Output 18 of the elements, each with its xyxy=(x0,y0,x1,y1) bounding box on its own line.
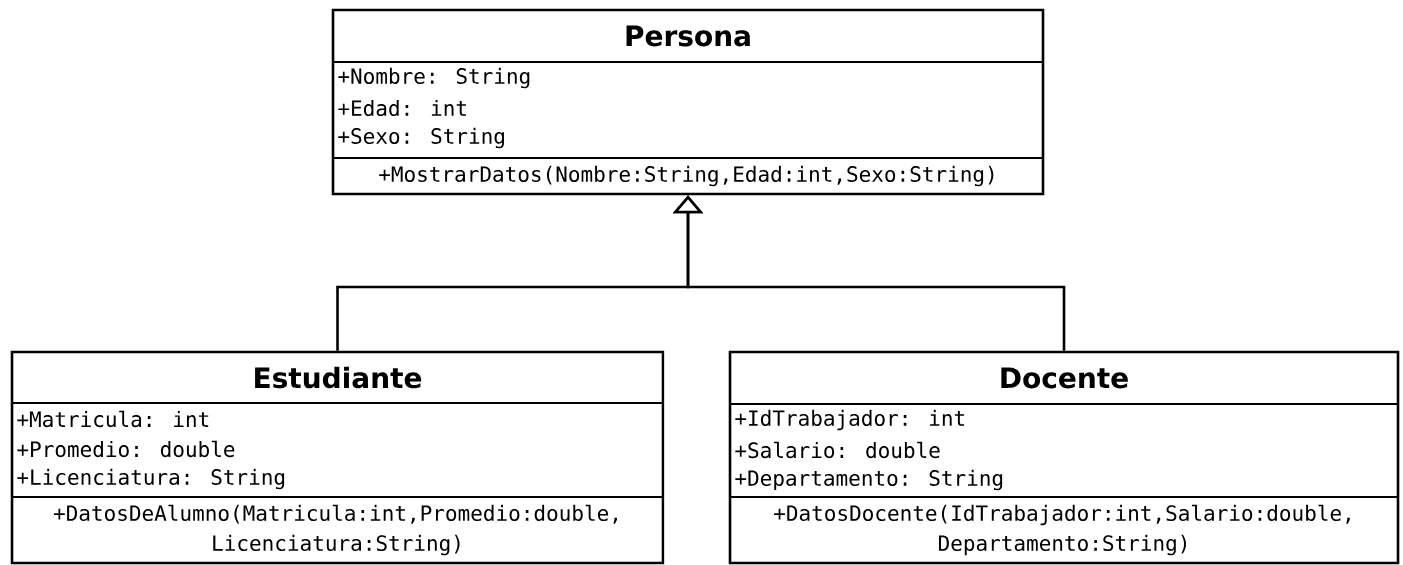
attribute-text: +Promedio: double xyxy=(17,440,235,458)
attribute-text: +Salario: double xyxy=(735,441,940,459)
attribute-text: +Matricula: int xyxy=(17,410,209,428)
attribute-text: +Nombre: String xyxy=(338,67,530,89)
attribute-text: +Departamento: String xyxy=(735,469,1003,491)
class-name: Persona xyxy=(626,25,750,47)
class-box xyxy=(10,350,665,565)
class-name: Estudiante xyxy=(255,366,422,389)
attribute-text: +Edad: int xyxy=(338,99,466,117)
method-text: +DatosDocente(IdTrabajador:int,Salario:double, Departamento:String) xyxy=(774,504,1350,556)
attribute-text: +IdTrabajador: int xyxy=(735,409,965,431)
method-text: +MostrarDatos(Nombre:String,Edad:int,Sexo:String) xyxy=(379,165,994,187)
attribute-text: +Licenciatura: String xyxy=(17,468,285,490)
attribute-text: +Sexo: String xyxy=(338,127,504,149)
class-box xyxy=(728,350,1400,565)
method-text: +DatosDeAlumno(Matricula:int,Promedio:double, Licenciatura:String) xyxy=(53,504,617,556)
class-name: Docente xyxy=(1001,367,1128,389)
class-box xyxy=(331,8,1045,196)
